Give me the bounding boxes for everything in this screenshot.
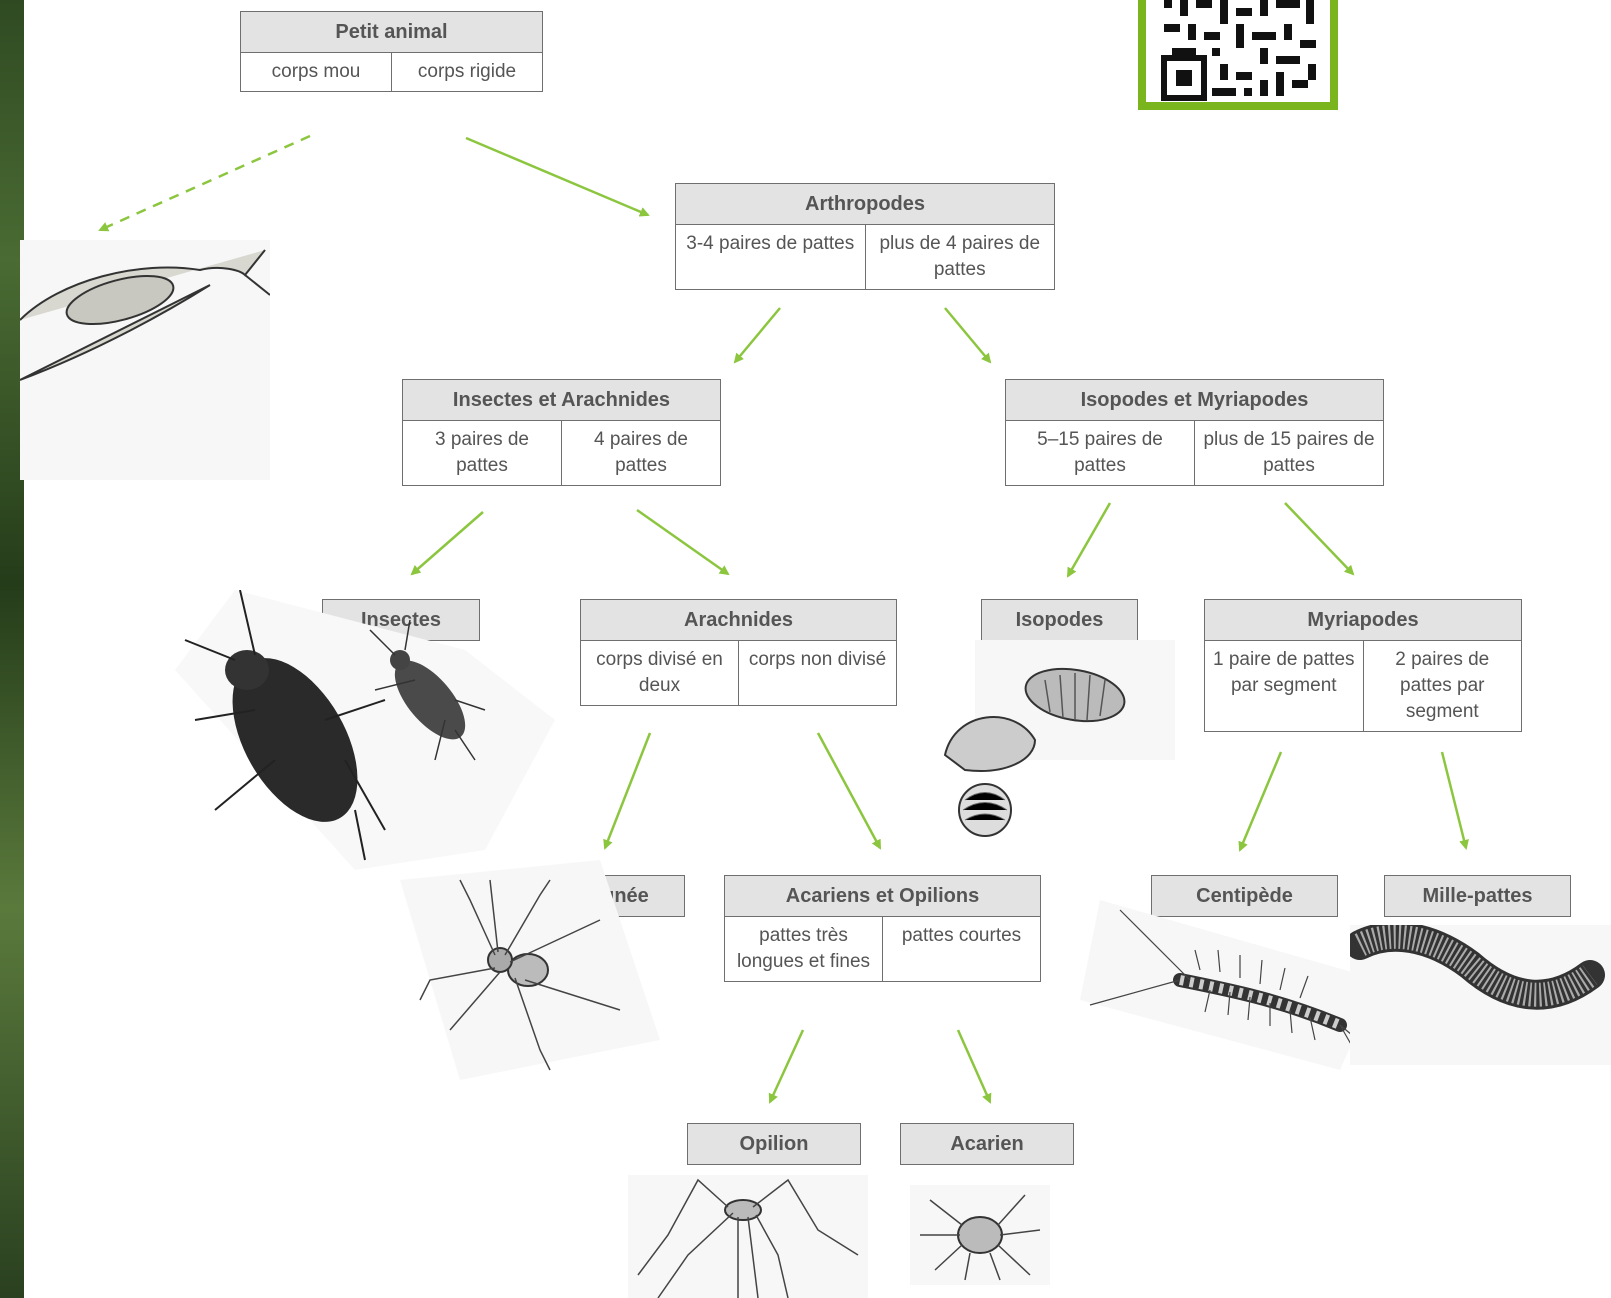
arrow-im-to-myriapodes <box>1285 503 1353 574</box>
option-3-4-paires: 3-4 paires de pattes <box>676 225 865 289</box>
qr-code[interactable] <box>1138 0 1338 110</box>
option-5-15-paires: 5–15 paires de pattes <box>1006 421 1194 485</box>
grass-background-strip <box>0 0 24 1298</box>
arrow-ia-to-insectes <box>412 512 483 574</box>
node-title: Arachnides <box>581 600 896 640</box>
node-arachnides: Arachnides corps divisé en deux corps no… <box>580 599 897 706</box>
node-title: Insectes et Arachnides <box>403 380 720 420</box>
arrow-myriapodes-to-millepattes <box>1442 752 1466 848</box>
node-title: Acariens et Opilions <box>725 876 1040 916</box>
centipede-icon <box>1080 900 1380 1070</box>
arrow-arachnides-to-araignee <box>605 733 650 848</box>
node-isopodes-myriapodes: Isopodes et Myriapodes 5–15 paires de pa… <box>1005 379 1384 486</box>
node-insectes-arachnides: Insectes et Arachnides 3 paires de patte… <box>402 379 721 486</box>
arrow-arachnides-to-acariens <box>818 733 880 848</box>
option-pattes-courtes: pattes courtes <box>882 917 1040 981</box>
option-1-paire-par-segment: 1 paire de pattes par segment <box>1205 641 1363 731</box>
node-title: Myriapodes <box>1205 600 1521 640</box>
option-3-paires: 3 paires de pattes <box>403 421 561 485</box>
arrow-arthropodes-left <box>735 308 780 362</box>
beetle-icon <box>155 590 555 870</box>
option-corps-divise: corps divisé en deux <box>581 641 738 705</box>
harvestman-icon <box>628 1175 868 1298</box>
arrow-root-to-slug <box>100 136 310 230</box>
node-isopodes: Isopodes <box>981 599 1138 641</box>
spider-icon <box>400 860 660 1080</box>
node-title: Arthropodes <box>676 184 1054 224</box>
option-corps-non-divise: corps non divisé <box>738 641 896 705</box>
arrow-myriapodes-to-centipede <box>1240 752 1281 850</box>
option-corps-rigide: corps rigide <box>391 53 542 91</box>
option-4-paires: 4 paires de pattes <box>561 421 720 485</box>
option-plus-de-15-paires: plus de 15 paires de pattes <box>1194 421 1383 485</box>
option-corps-mou: corps mou <box>241 53 391 91</box>
qr-code-icon <box>1146 0 1330 102</box>
node-opilion: Opilion <box>687 1123 861 1165</box>
node-arthropodes: Arthropodes 3-4 paires de pattes plus de… <box>675 183 1055 290</box>
node-myriapodes: Myriapodes 1 paire de pattes par segment… <box>1204 599 1522 732</box>
woodlouse-icon <box>935 640 1175 840</box>
option-plus-de-4-paires: plus de 4 paires de pattes <box>865 225 1055 289</box>
arrow-root-to-arthropodes <box>466 138 648 215</box>
arrow-acariens-to-acarien <box>958 1030 990 1102</box>
mite-icon <box>910 1185 1050 1285</box>
arrow-ia-to-arachnides <box>637 510 728 574</box>
node-acariens-opilions: Acariens et Opilions pattes très longues… <box>724 875 1041 982</box>
node-acarien: Acarien <box>900 1123 1074 1165</box>
slug-icon <box>20 240 270 480</box>
millipede-icon <box>1350 925 1611 1065</box>
arrow-arthropodes-right <box>945 308 990 362</box>
arrow-acariens-to-opilion <box>770 1030 803 1102</box>
node-title: Petit animal <box>241 12 542 52</box>
option-pattes-longues: pattes très longues et fines <box>725 917 882 981</box>
node-title: Isopodes et Myriapodes <box>1006 380 1383 420</box>
node-mille-pattes: Mille-pattes <box>1384 875 1571 917</box>
option-2-paires-par-segment: 2 paires de pattes par segment <box>1363 641 1522 731</box>
arrow-im-to-isopodes <box>1068 503 1110 576</box>
node-petit-animal: Petit animal corps mou corps rigide <box>240 11 543 92</box>
